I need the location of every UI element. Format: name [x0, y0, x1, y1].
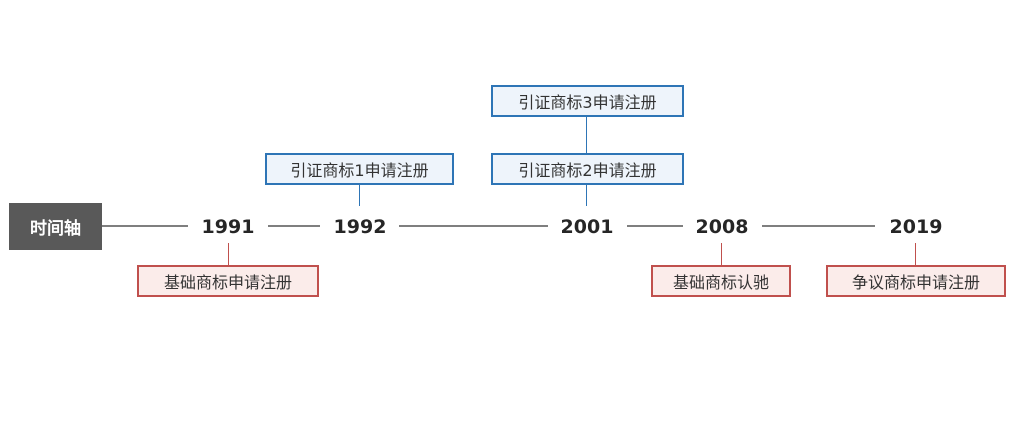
axis-connector [268, 225, 320, 227]
event-box-2001-top[interactable]: 引证商标3申请注册 [491, 85, 684, 117]
connector-line [359, 185, 360, 206]
axis-connector [627, 225, 683, 227]
connector-line [586, 185, 587, 206]
year-node-2019[interactable]: 2019 [889, 216, 943, 238]
event-box-2008[interactable]: 基础商标认驰 [651, 265, 791, 297]
year-node-2008[interactable]: 2008 [695, 216, 749, 238]
connector-line [721, 243, 722, 265]
event-box-1991[interactable]: 基础商标申请注册 [137, 265, 319, 297]
axis-connector [762, 225, 875, 227]
connector-line [915, 243, 916, 265]
connector-line [228, 243, 229, 265]
root-node[interactable]: 时间轴 [9, 203, 102, 250]
year-node-1991[interactable]: 1991 [201, 216, 255, 238]
event-box-2019[interactable]: 争议商标申请注册 [826, 265, 1006, 297]
axis-connector [102, 225, 188, 227]
year-node-1992[interactable]: 1992 [333, 216, 387, 238]
connector-line [586, 116, 587, 155]
year-node-2001[interactable]: 2001 [560, 216, 614, 238]
event-box-1992[interactable]: 引证商标1申请注册 [265, 153, 454, 185]
event-box-2001-middle[interactable]: 引证商标2申请注册 [491, 153, 684, 185]
axis-connector [399, 225, 548, 227]
